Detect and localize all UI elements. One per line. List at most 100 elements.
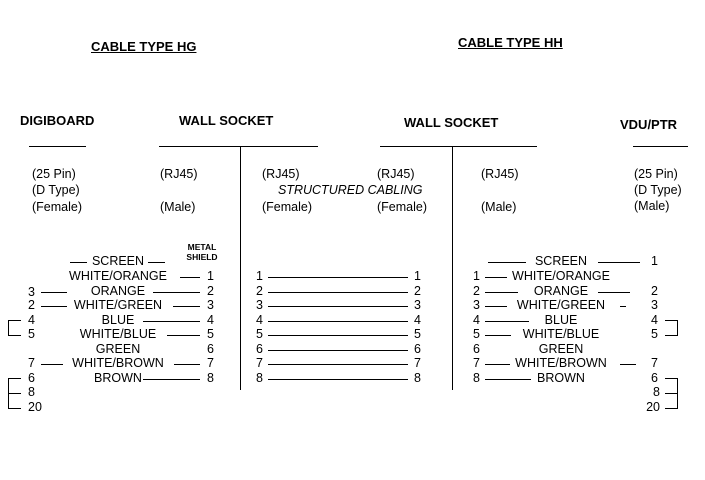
hh-pin-right: 4 xyxy=(651,313,658,327)
hh-pin-right: 3 xyxy=(651,298,658,312)
struct-pin-left: 6 xyxy=(256,342,263,356)
heading-digiboard: DIGIBOARD xyxy=(20,113,95,128)
hg-pin-right: 4 xyxy=(207,313,214,327)
struct-pin-right: 4 xyxy=(414,313,421,327)
hh-pin-extra: 8 xyxy=(653,385,660,399)
struct-pin-right: 8 xyxy=(414,371,421,385)
struct-wire-line xyxy=(268,350,408,351)
hh-loopback-4-5 xyxy=(665,320,678,336)
struct-pin-right: 5 xyxy=(414,327,421,341)
hh-wire-line xyxy=(598,262,640,263)
hh-wire-line xyxy=(488,262,526,263)
underline-digiboard xyxy=(29,146,86,147)
struct-pin-left: 1 xyxy=(256,269,263,283)
hh-wire-line xyxy=(485,335,511,336)
hh-wire-name: WHITE/BLUE xyxy=(522,327,600,341)
wall1-spec-3: (Male) xyxy=(160,200,196,214)
hg-pin-extra: 8 xyxy=(28,385,35,399)
digiboard-spec-1: (25 Pin) xyxy=(32,167,76,181)
heading-wall-socket-2: WALL SOCKET xyxy=(404,115,499,130)
hg-wire-line xyxy=(41,292,67,293)
hg-wire-name: SCREEN xyxy=(91,254,145,268)
hh-wire-line xyxy=(485,379,531,380)
digiboard-spec-3: (Female) xyxy=(32,200,83,214)
wall2-spec-3: (Male) xyxy=(481,200,517,214)
hh-wire-line xyxy=(598,292,630,293)
heading-wall-socket-1: WALL SOCKET xyxy=(179,113,274,128)
hg-pin-left: 6 xyxy=(28,371,35,385)
hh-pin-right: 1 xyxy=(651,254,658,268)
struct-a-spec-2: (Female) xyxy=(262,200,313,214)
hg-pin-right: 6 xyxy=(207,342,214,356)
struct-wire-line xyxy=(268,335,408,336)
hh-pin-left: 8 xyxy=(473,371,480,385)
hg-wire-name: BROWN xyxy=(94,371,142,385)
hg-wire-line xyxy=(174,364,200,365)
hh-loopback-6-8 xyxy=(665,378,678,394)
hh-wire-line xyxy=(485,306,507,307)
underline-vdu-ptr xyxy=(633,146,688,147)
struct-wire-line xyxy=(268,292,408,293)
hg-pin-extra: 20 xyxy=(28,400,42,414)
struct-wire-line xyxy=(268,364,408,365)
hg-pin-right: 8 xyxy=(207,371,214,385)
hg-pin-right: 5 xyxy=(207,327,214,341)
struct-a-spec-1: (RJ45) xyxy=(262,167,300,181)
hh-pin-left: 1 xyxy=(473,269,480,283)
hg-wire-line xyxy=(41,364,63,365)
struct-pin-left: 7 xyxy=(256,356,263,370)
struct-pin-right: 3 xyxy=(414,298,421,312)
structured-cabling-label: STRUCTURED CABLING xyxy=(278,183,423,197)
hg-pin-right: 2 xyxy=(207,284,214,298)
hh-pin-left: 4 xyxy=(473,313,480,327)
hh-pin-extra: 20 xyxy=(646,400,660,414)
hh-pin-right: 2 xyxy=(651,284,658,298)
hg-wire-name: GREEN xyxy=(95,342,141,356)
hh-pin-left: 3 xyxy=(473,298,480,312)
hg-wire-line xyxy=(143,379,200,380)
struct-wire-line xyxy=(268,321,408,322)
hh-wire-name: WHITE/BROWN xyxy=(515,356,607,370)
hg-wire-line xyxy=(70,262,87,263)
hh-pin-left: 2 xyxy=(473,284,480,298)
struct-pin-right: 2 xyxy=(414,284,421,298)
hh-wire-line xyxy=(485,321,529,322)
hh-wire-line xyxy=(620,306,626,307)
hg-pin-right: 7 xyxy=(207,356,214,370)
struct-pin-left: 5 xyxy=(256,327,263,341)
hg-wire-line xyxy=(167,335,200,336)
hh-pin-left: 5 xyxy=(473,327,480,341)
hg-pin-left: 5 xyxy=(28,327,35,341)
divider-wall-1 xyxy=(240,146,241,390)
hg-pin-right: 1 xyxy=(207,269,214,283)
hg-pin-left: 3 xyxy=(28,285,35,299)
hg-pin-right: 3 xyxy=(207,298,214,312)
hh-pin-left: 7 xyxy=(473,356,480,370)
hg-wire-name: WHITE/GREEN xyxy=(73,298,163,312)
vdu-spec-3: (Male) xyxy=(634,199,670,213)
struct-pin-right: 6 xyxy=(414,342,421,356)
hh-wire-line xyxy=(620,364,636,365)
wall1-spec-1: (RJ45) xyxy=(160,167,198,181)
hg-pin-left: 4 xyxy=(28,313,35,327)
hh-wire-name: WHITE/GREEN xyxy=(516,298,606,312)
hg-wire-line xyxy=(41,306,67,307)
struct-pin-left: 8 xyxy=(256,371,263,385)
hh-wire-name: GREEN xyxy=(538,342,584,356)
hh-wire-name: WHITE/ORANGE xyxy=(512,269,610,283)
vdu-spec-2: (D Type) xyxy=(634,183,682,197)
struct-b-spec-1: (RJ45) xyxy=(377,167,415,181)
struct-wire-line xyxy=(268,277,408,278)
struct-pin-left: 3 xyxy=(256,298,263,312)
hh-pin-right: 7 xyxy=(651,356,658,370)
title-cable-type-hg: CABLE TYPE HG xyxy=(91,39,197,54)
hg-wire-name: BLUE xyxy=(101,313,135,327)
hg-wire-name: WHITE/BROWN xyxy=(72,356,164,370)
struct-pin-left: 4 xyxy=(256,313,263,327)
hg-wire-line xyxy=(173,306,200,307)
struct-wire-line xyxy=(268,306,408,307)
wall2-spec-1: (RJ45) xyxy=(481,167,519,181)
hg-wire-line xyxy=(180,277,200,278)
hh-pin-right: 5 xyxy=(651,327,658,341)
hh-wire-line xyxy=(485,292,518,293)
